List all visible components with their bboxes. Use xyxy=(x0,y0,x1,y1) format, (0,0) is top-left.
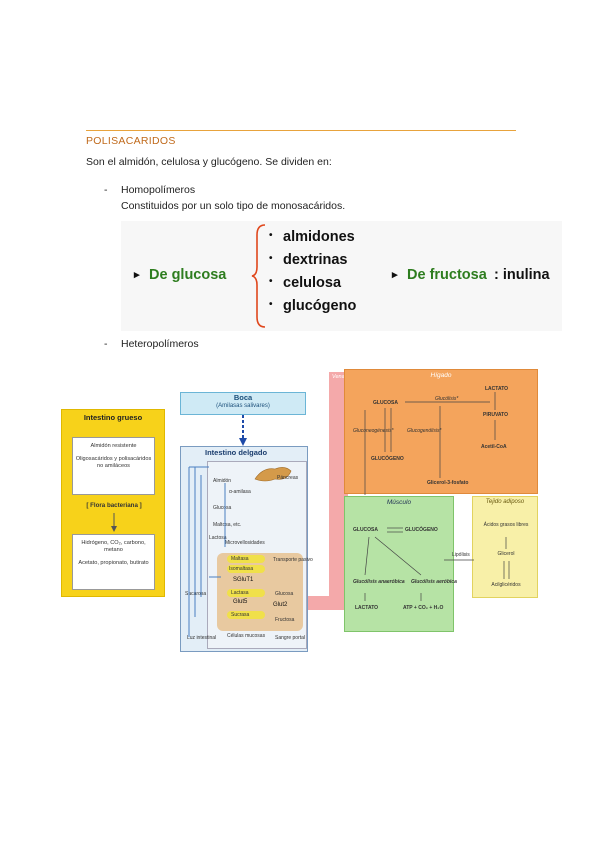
intestino-delgado-box: Intestino delgado Almidón α-amilasa Pánc… xyxy=(180,446,313,652)
flora-bacteriana: [ Flora bacteriana ] xyxy=(86,502,142,509)
tejido-adiposo-box: Tejido adiposo Ácidos grasos libres Glic… xyxy=(472,496,538,598)
pancreas-icon xyxy=(254,467,292,482)
arrow-down-icon xyxy=(111,513,117,532)
section-divider xyxy=(86,130,516,131)
list-dash: - xyxy=(104,338,108,350)
list-dash: - xyxy=(104,184,108,196)
vena-porta-band xyxy=(329,375,348,610)
dashed-arrow-icon xyxy=(239,415,247,446)
homopolimeros-label: Homopolímeros xyxy=(121,184,196,196)
list-item: glucógeno xyxy=(283,298,357,314)
substrates-box: Almidón resistente Oligosacáridos y poli… xyxy=(72,437,155,495)
higado-box: Hígado GLUCOSA Glucólisis* LACTATO PIRUV… xyxy=(344,369,538,495)
flow-lines xyxy=(188,466,226,637)
intestino-grueso-box: Intestino grueso Almidón resistente Olig… xyxy=(61,409,165,597)
inulina-label: : inulina xyxy=(494,267,550,283)
list-item: dextrinas xyxy=(283,252,348,268)
liver-arrows xyxy=(364,392,496,495)
homopolimeros-desc: Constituidos por un solo tipo de monosac… xyxy=(121,200,346,212)
arrow-marker: ▸ xyxy=(392,269,398,281)
lipolisis-label: Lipólisis xyxy=(452,552,470,558)
list-item: celulosa xyxy=(283,275,342,291)
heteropolimeros-label: Heteropolímeros xyxy=(121,338,199,350)
list-item: almidones xyxy=(283,229,355,245)
section-title: POLISACARIDOS xyxy=(86,135,176,147)
intro-text: Son el almidón, celulosa y glucógeno. Se… xyxy=(86,156,332,168)
boca-box: Boca (Amilasas salivares) xyxy=(180,392,306,415)
de-glucosa-label: De glucosa xyxy=(149,267,227,283)
adipose-arrows xyxy=(503,537,510,579)
brace-icon xyxy=(251,224,266,328)
arrow-marker: ▸ xyxy=(134,269,140,281)
products-box: Hidrógeno, CO₂, carbono, metano Acetato,… xyxy=(72,534,155,590)
muscle-arrows xyxy=(364,527,422,601)
de-fructosa-label: De fructosa xyxy=(407,267,487,283)
musculo-box: Músculo GLUCOSA GLUCÓGENO Glucólisis ana… xyxy=(344,496,457,632)
polysaccharide-classification: ▸ De glucosa • almidones • dextrinas • c… xyxy=(121,221,562,331)
